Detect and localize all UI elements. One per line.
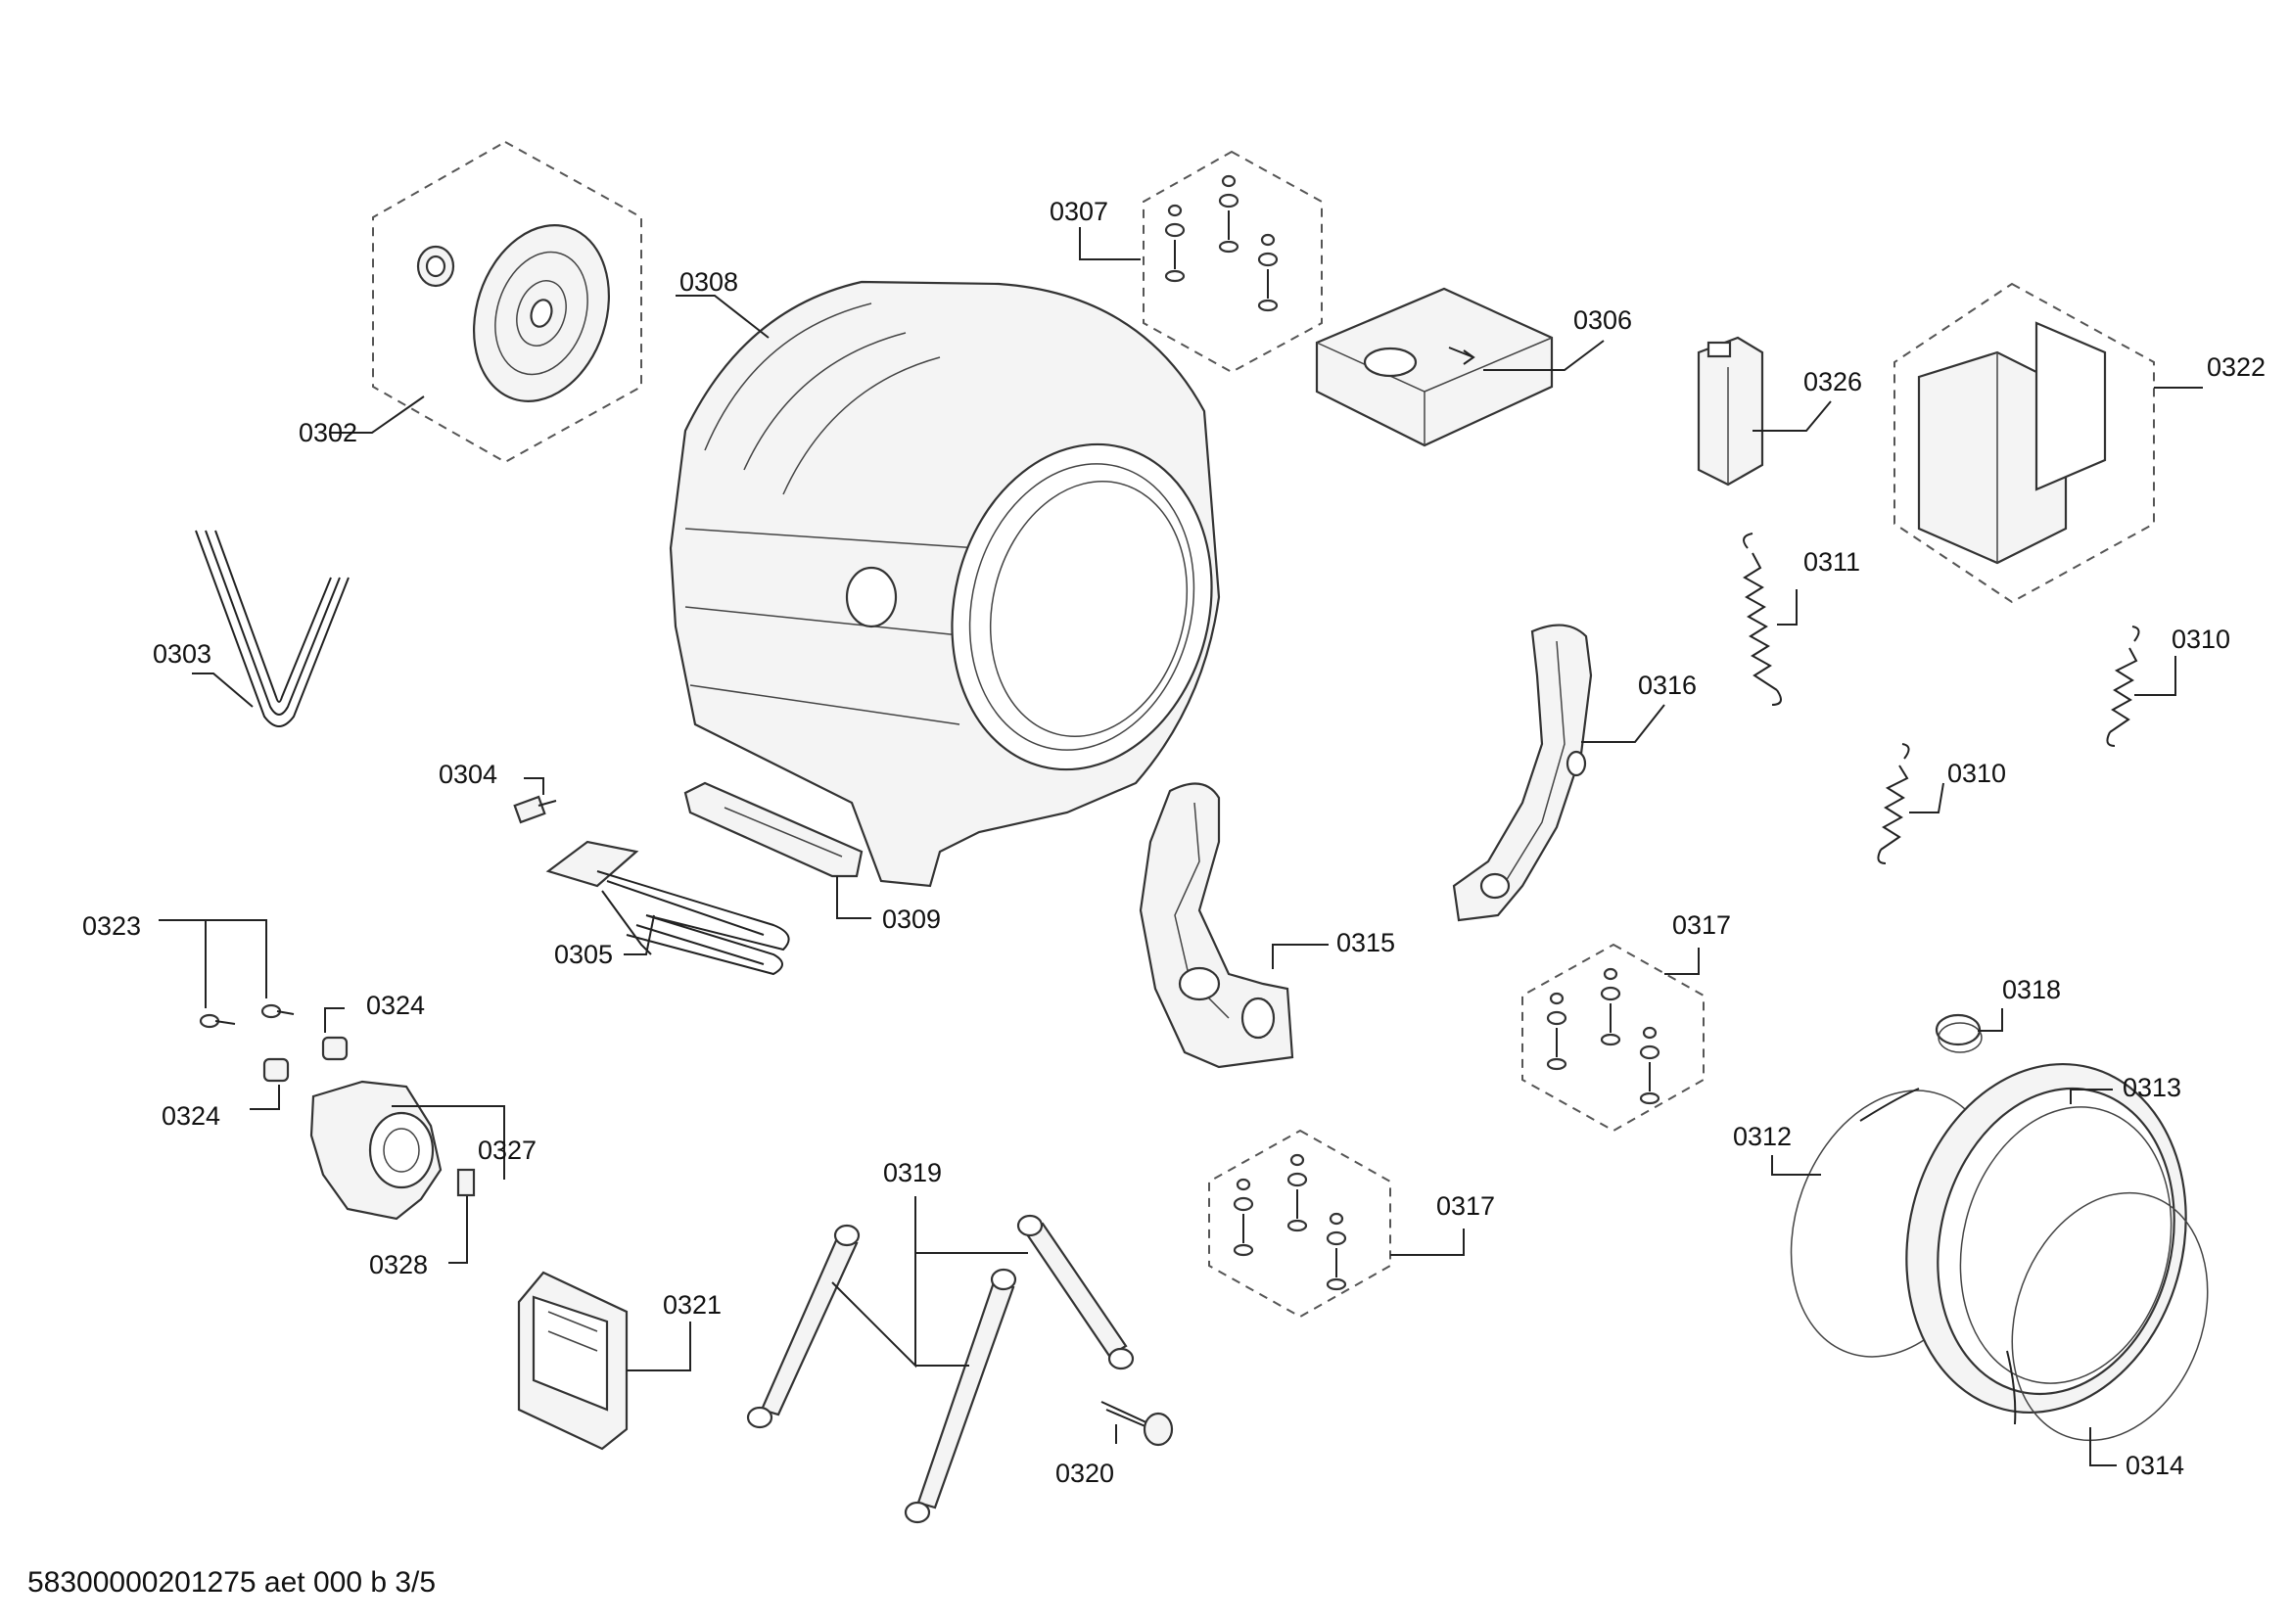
label-0310-lower: 0310 <box>1947 759 2007 788</box>
label-0315: 0315 <box>1336 928 1396 957</box>
label-0317-lower: 0317 <box>1436 1191 1496 1221</box>
electronics-group <box>1893 282 2203 604</box>
screws-group-middle <box>1521 943 1705 1133</box>
label-0304: 0304 <box>439 760 498 789</box>
document-footer: 58300000201275 aet 000 b 3/5 <box>27 1566 437 1599</box>
drain-pump <box>309 1080 505 1264</box>
label-0318: 0318 <box>2002 975 2062 1004</box>
label-0327: 0327 <box>478 1136 537 1165</box>
label-0324-upper: 0324 <box>366 991 426 1020</box>
label-0321: 0321 <box>663 1290 723 1320</box>
heater-assembly <box>513 777 790 976</box>
label-0322: 0322 <box>2207 352 2267 382</box>
small-fasteners <box>159 919 349 1110</box>
label-0320: 0320 <box>1055 1459 1115 1488</box>
spring-long <box>1743 533 1798 706</box>
label-0308: 0308 <box>679 267 739 297</box>
label-0307: 0307 <box>1050 197 1109 226</box>
pulley-group <box>331 140 642 464</box>
label-0305: 0305 <box>554 940 614 969</box>
spring-middle <box>1877 743 1944 864</box>
control-module <box>517 1271 691 1451</box>
label-0303: 0303 <box>153 639 212 669</box>
bracket-left <box>1139 782 1329 1069</box>
label-0328: 0328 <box>369 1250 429 1279</box>
label-0317-upper: 0317 <box>1672 910 1732 940</box>
hose-clamp <box>1935 1008 2003 1053</box>
shock-absorbers <box>746 1196 1135 1524</box>
screws-group-bottom <box>1208 1129 1465 1319</box>
tub-assembly <box>669 280 1221 888</box>
mounting-bolt <box>1100 1401 1174 1447</box>
label-0324-lower: 0324 <box>162 1101 221 1131</box>
label-0314: 0314 <box>2126 1451 2185 1480</box>
drive-belt <box>192 530 350 727</box>
screws-group-top <box>1079 150 1323 374</box>
label-0323: 0323 <box>82 911 142 941</box>
cover-plate <box>1315 287 1605 447</box>
tub-baffle <box>683 781 871 919</box>
label-0302: 0302 <box>299 418 358 447</box>
small-housing <box>1697 336 1832 487</box>
label-0326: 0326 <box>1803 367 1863 396</box>
spring-right <box>2106 626 2176 747</box>
label-0319: 0319 <box>883 1158 943 1187</box>
label-0309: 0309 <box>882 905 942 934</box>
bracket-right <box>1452 624 1665 922</box>
door-seal-assembly <box>1771 1062 2209 1466</box>
label-0313: 0313 <box>2123 1073 2182 1102</box>
label-0310-upper: 0310 <box>2172 625 2231 654</box>
label-0316: 0316 <box>1638 671 1698 700</box>
label-0306: 0306 <box>1573 305 1633 335</box>
label-0311: 0311 <box>1803 547 1861 577</box>
label-0312: 0312 <box>1733 1122 1793 1151</box>
